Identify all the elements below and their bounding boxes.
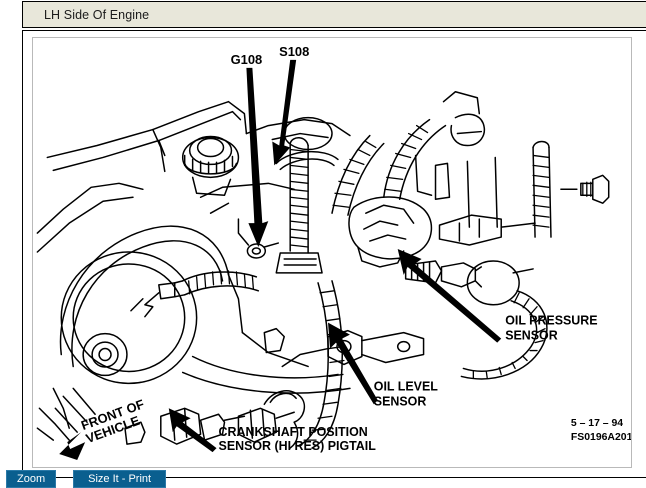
callout-label-crankshaft-position-sensor-line2: SENSOR (HI RES) PIGTAIL (219, 439, 377, 453)
viewer-toolbar: Zoom Size It - Print (6, 470, 167, 488)
diagram-plate: G108 S108 OIL PRESSURE SENSOR OIL LEVEL … (32, 37, 632, 468)
callout-label-crankshaft-position-sensor-line1: CRANKSHAFT POSITION (219, 425, 368, 439)
figure-number: FS0196A201 (571, 432, 631, 443)
diagram-viewer: G108 S108 OIL PRESSURE SENSOR OIL LEVEL … (22, 30, 646, 478)
callout-label-s108: S108 (279, 44, 309, 59)
leader-arrows (59, 59, 502, 461)
callout-label-g108: G108 (231, 52, 263, 67)
callout-label-oil-pressure-sensor-line2: SENSOR (505, 329, 558, 343)
callout-label-oil-level-sensor-line1: OIL LEVEL (374, 379, 438, 393)
document-header: LH Side Of Engine (22, 1, 646, 28)
callout-label-oil-level-sensor-line2: SENSOR (374, 394, 427, 408)
page-title: LH Side Of Engine (44, 7, 150, 22)
engine-diagram: G108 S108 OIL PRESSURE SENSOR OIL LEVEL … (36, 44, 631, 461)
size-it-print-button[interactable]: Size It - Print (73, 470, 167, 488)
figure-date: 5 – 17 – 94 (571, 418, 623, 429)
callout-label-oil-pressure-sensor-line1: OIL PRESSURE (505, 314, 597, 328)
zoom-button[interactable]: Zoom (6, 470, 57, 488)
